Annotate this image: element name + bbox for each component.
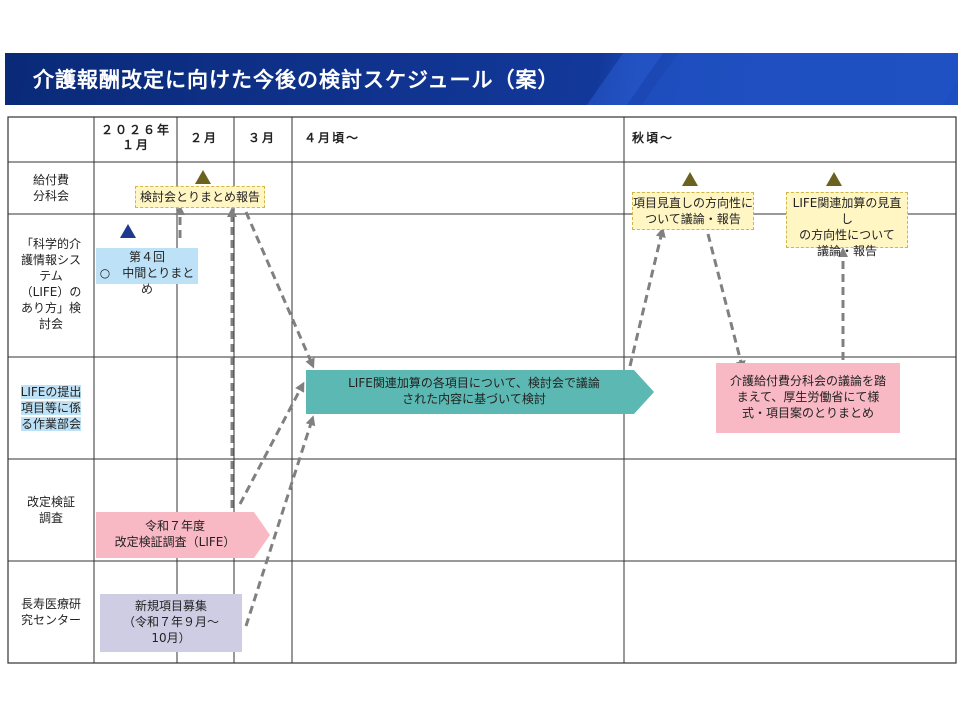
row-label-line: 調査 xyxy=(38,511,63,525)
milestone-triangle-icon xyxy=(826,172,842,186)
box-text-line: （令和７年９月～ xyxy=(122,615,219,629)
new-item-recruit-box: 新規項目募集 （令和７年９月～ 10月） xyxy=(100,594,242,652)
row-label-line: LIFEの提出 xyxy=(20,385,82,399)
milestone-triangle-icon xyxy=(120,224,136,238)
page-title: 介護報酬改定に向けた今後の検討スケジュール（案） xyxy=(33,68,560,92)
dashed-arrow-survey-to-working xyxy=(238,381,305,505)
box-text-line: 改定検証調査（LIFE） xyxy=(114,535,236,549)
milestone-triangle-icon xyxy=(682,172,698,186)
box-text-line: 新規項目募集 xyxy=(134,599,207,613)
box-text-line: ○ 中間とりまとめ xyxy=(99,266,195,296)
header-2026-jan: ２０２６年 １月 xyxy=(100,123,172,153)
row-label-line: （LIFE）の xyxy=(20,285,82,299)
box-text-line: 式・項目案のとりまとめ xyxy=(741,406,874,420)
row-label-line: 分科会 xyxy=(32,189,69,203)
box-text-line: まえて、厚生労働省にて様 xyxy=(736,390,880,404)
box-text-line: の方向性について xyxy=(799,228,895,242)
row-label-line: 究センター xyxy=(20,613,81,627)
dashed-arrow-recruit-to-working xyxy=(244,415,316,627)
box-text-line: ついて議論・報告 xyxy=(645,212,741,226)
dashed-arrow-item-review-to-final xyxy=(706,233,746,371)
item-review-box: 項目見直しの方向性に ついて議論・報告 xyxy=(632,192,754,230)
box-text-line: 令和７年度 xyxy=(144,519,205,533)
row-label-line: る作業部会 xyxy=(20,417,81,431)
title-bar: 介護報酬改定に向けた今後の検討スケジュール（案） xyxy=(5,53,958,105)
box-text-line: 介護給付費分科会の議論を踏 xyxy=(729,374,886,388)
row-label-line: 長寿医療研 xyxy=(20,597,81,611)
row-label-kyufuhi: 給付費 分科会 xyxy=(10,172,92,204)
main-arrow-text: LIFE関連加算の各項目について、検討会で議論 された内容に基づいて検討 xyxy=(306,375,642,411)
row-label-kaitei-survey: 改定検証 調査 xyxy=(10,494,92,526)
header-2026-line: ２０２６年 xyxy=(100,123,171,137)
header-apr: ４月頃～ xyxy=(304,131,361,145)
row-label-life-committee: 「科学的介 護情報シス テム （LIFE）の あり方」検 討会 xyxy=(10,236,92,332)
box-text-line: 項目見直しの方向性に xyxy=(633,196,754,210)
header-autumn: 秋頃～ xyxy=(632,131,675,145)
box-text-line: LIFE関連加算の見直し xyxy=(792,196,902,226)
report-summary-box: 検討会とりまとめ報告 xyxy=(135,186,265,208)
dashed-arrow-working-to-item-review xyxy=(628,227,666,367)
row-label-working-group: LIFEの提出 項目等に係 る作業部会 xyxy=(10,384,92,432)
header-jan-line: １月 xyxy=(121,138,150,152)
final-summary-box: 介護給付費分科会の議論を踏 まえて、厚生労働省にて様 式・項目案のとりまとめ xyxy=(716,363,900,433)
row-label-center: 長寿医療研 究センター xyxy=(10,596,92,628)
row-label-line: 「科学的介 xyxy=(20,237,81,251)
box-text-line: 議論・報告 xyxy=(816,244,877,258)
report-summary-text: 検討会とりまとめ報告 xyxy=(139,190,260,204)
addition-review-box: LIFE関連加算の見直し の方向性について 議論・報告 xyxy=(786,192,908,258)
meeting-4-box: 第４回 ○ 中間とりまとめ xyxy=(96,248,198,296)
box-text-line: された内容に基づいて検討 xyxy=(402,392,546,406)
box-text-line: LIFE関連加算の各項目について、検討会で議論 xyxy=(348,376,600,390)
box-text-line: 第４回 xyxy=(128,250,165,264)
row-label-line: 項目等に係 xyxy=(20,401,81,415)
title-stripe-decoration xyxy=(641,53,958,105)
row-label-line: あり方」検 xyxy=(20,301,81,315)
survey-arrow-text: 令和７年度 改定検証調査（LIFE） xyxy=(100,518,250,554)
row-label-line: 護情報シス xyxy=(20,253,81,267)
header-mar: ３月 xyxy=(248,131,277,145)
row-label-line: 改定検証 xyxy=(26,495,75,509)
row-label-line: テム xyxy=(39,269,63,283)
dashed-arrow-report-to-working xyxy=(244,211,315,369)
box-text-line: 10月） xyxy=(151,631,191,645)
row-label-line: 討会 xyxy=(38,317,63,331)
header-feb: ２月 xyxy=(190,131,219,145)
row-label-line: 給付費 xyxy=(32,173,69,187)
milestone-triangle-icon xyxy=(195,170,211,184)
